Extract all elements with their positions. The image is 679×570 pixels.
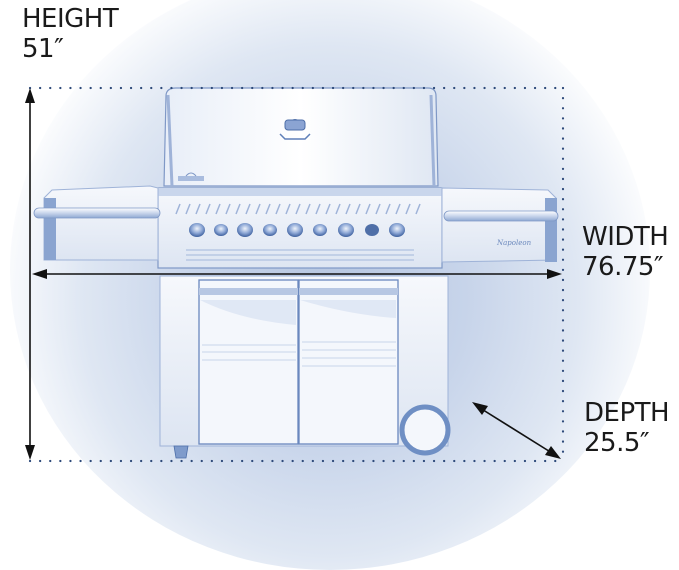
left-side-shelf: [33, 185, 161, 261]
depth-title: DEPTH: [584, 398, 670, 428]
wheel: [399, 404, 451, 456]
height-title: HEIGHT: [22, 4, 119, 34]
control-panel: [157, 187, 443, 269]
height-arrow: [25, 88, 35, 460]
dimension-bounding-box: [28, 86, 565, 463]
burner-knobs: [189, 223, 405, 237]
grill-lid: [163, 87, 439, 187]
width-label: WIDTH 76.75″: [582, 222, 669, 282]
height-label: HEIGHT 51″: [22, 4, 119, 64]
width-value: 76.75″: [582, 252, 664, 282]
right-side-shelf: Napoleon: [441, 187, 559, 263]
grill-cart: [159, 275, 451, 459]
height-value: 51″: [22, 34, 64, 64]
depth-label: DEPTH 25.5″: [584, 398, 670, 458]
depth-arrow: [472, 402, 561, 459]
width-arrow: [32, 269, 562, 279]
depth-value: 25.5″: [584, 428, 650, 458]
width-title: WIDTH: [582, 222, 669, 252]
caster: [173, 445, 189, 459]
svg-text:Napoleon: Napoleon: [496, 239, 532, 247]
